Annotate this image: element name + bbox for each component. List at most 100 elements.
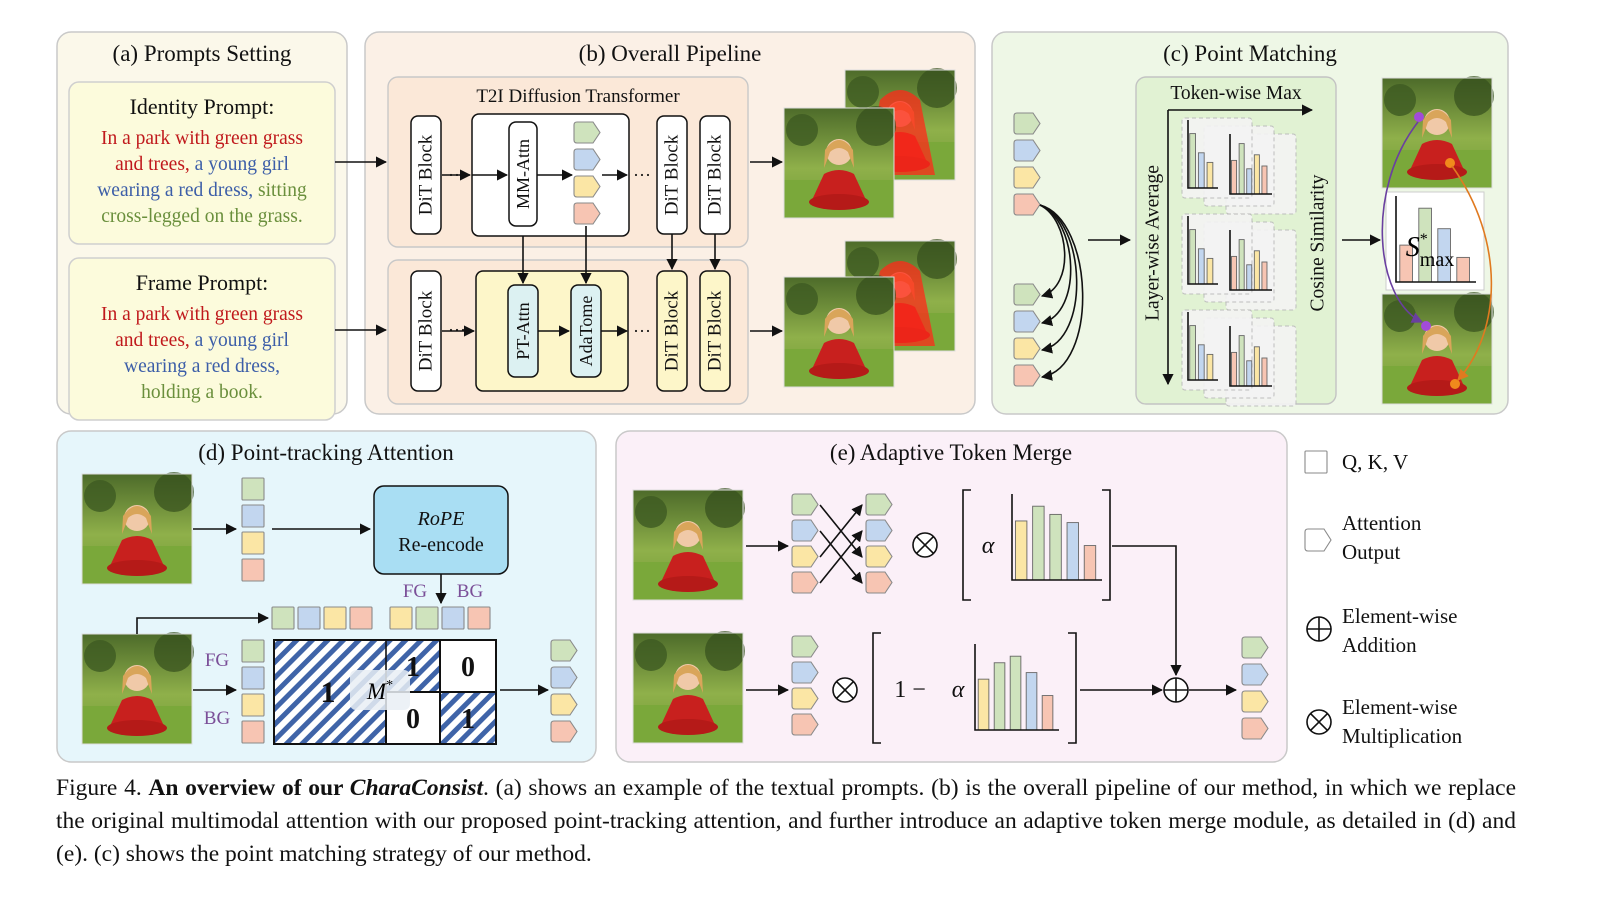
matching-curve xyxy=(1039,204,1084,381)
identity-image xyxy=(81,472,194,585)
caption-bold-italic: CharaConsist xyxy=(349,775,484,801)
frame-token xyxy=(791,687,819,710)
merged-token xyxy=(865,519,893,542)
legend-multiplication-label: Multiplication xyxy=(1342,724,1463,748)
mask-label: M* xyxy=(366,678,393,704)
reencoded-key-token xyxy=(467,606,491,630)
bracket-right xyxy=(1068,632,1077,744)
frame-token xyxy=(791,713,819,736)
frame-prompt-line: and trees, a young girl xyxy=(115,330,289,351)
match-point xyxy=(1445,158,1455,168)
ellipsis: ··· xyxy=(633,321,651,341)
multiply-operator-stroke xyxy=(915,535,935,555)
girl-photo xyxy=(633,488,745,600)
frame-qkv-token xyxy=(241,639,265,663)
girl-photo xyxy=(1382,76,1494,188)
reencode-label: Re-encode xyxy=(398,534,484,556)
transformer-title: T2I Diffusion Transformer xyxy=(476,86,680,107)
layer-wise-average-label: Layer-wise Average xyxy=(1143,165,1164,321)
caption-rest: . (a) shows an example of the textual pr… xyxy=(56,775,1516,867)
query-token xyxy=(1013,193,1041,216)
mm-attn-label: MM-Attn xyxy=(513,139,533,209)
figure-caption: Figure 4. An overview of our CharaConsis… xyxy=(56,772,1516,871)
mm-attn-block xyxy=(508,121,538,227)
dit-block-label: DiT Block xyxy=(705,290,726,371)
identity-token xyxy=(791,519,819,542)
identity-prompt-segment: sitting xyxy=(258,180,307,201)
bg-label-top: BG xyxy=(457,581,484,602)
similarity-bar xyxy=(1206,257,1214,285)
similarity-bar xyxy=(1206,353,1214,381)
similarity-bar xyxy=(1261,357,1268,387)
frame-prompt-box xyxy=(68,257,336,421)
identity-prompt-box xyxy=(68,81,336,245)
identity-token xyxy=(791,571,819,594)
match-point xyxy=(1414,112,1424,122)
identity-prompt-segment: cross-legged on the grass. xyxy=(101,206,302,227)
alpha-label: α xyxy=(952,677,965,703)
frame-prompt-line: wearing a red dress, xyxy=(124,356,280,377)
output-image-bottom xyxy=(783,275,896,388)
query-token xyxy=(1013,166,1041,189)
histogram-axis xyxy=(974,644,1059,731)
max-score-main: S xyxy=(1406,232,1420,263)
identity-qkv-token xyxy=(241,558,265,582)
histogram-axis xyxy=(1011,494,1102,581)
caption-bold: An overview of our xyxy=(148,775,350,801)
merge-arrow xyxy=(819,504,863,558)
mask-cell-value: 1 xyxy=(406,652,420,683)
identity-prompt-line: and trees, a young girl xyxy=(115,154,289,175)
similarity-bar xyxy=(1206,161,1214,189)
girl-photo xyxy=(784,106,896,218)
ellipsis: ··· xyxy=(448,320,466,340)
fg-label-top: FG xyxy=(403,581,428,602)
alpha-bar xyxy=(1066,522,1079,581)
legend-multiplication-swatch-stroke xyxy=(1309,712,1329,732)
mask-cell-value: 0 xyxy=(461,652,475,683)
identity-qkv-token xyxy=(241,531,265,555)
max-score-sub: max xyxy=(1420,249,1454,271)
query-token xyxy=(1013,112,1041,135)
identity-prompt-title: Identity Prompt: xyxy=(130,94,275,119)
query-token xyxy=(1013,139,1041,162)
histogram-axis xyxy=(1229,230,1272,291)
output-token xyxy=(550,639,578,662)
similarity-bar xyxy=(1253,250,1260,291)
dit-block-label: DiT Block xyxy=(662,134,683,215)
frame-image xyxy=(81,632,194,745)
merge-connector xyxy=(1112,545,1182,677)
legend-attention-swatch xyxy=(1304,528,1332,552)
similarity-bar xyxy=(1261,165,1268,195)
similarity-bar xyxy=(1231,255,1238,291)
key-token xyxy=(1013,337,1041,360)
matching-curve xyxy=(1039,204,1078,354)
matched-image-bottom xyxy=(1381,292,1494,405)
one-minus-alpha-bar xyxy=(1009,655,1022,731)
skip-connector xyxy=(136,612,270,634)
dit-block xyxy=(699,270,731,392)
similarity-bar xyxy=(1246,168,1253,195)
one-minus-alpha-bar xyxy=(977,678,990,731)
photo-frame xyxy=(783,276,895,388)
similarity-bar xyxy=(1253,346,1260,387)
panel-adaptive-token-merge xyxy=(615,430,1288,763)
histogram-axis xyxy=(1187,216,1218,285)
mask-label-sup: * xyxy=(386,678,393,693)
similarity-bar xyxy=(1189,229,1196,285)
dit-block xyxy=(410,115,442,235)
panel-d-title: (d) Point-tracking Attention xyxy=(198,440,454,465)
mask-cell-zero xyxy=(439,639,497,693)
frame-token xyxy=(791,661,819,684)
panel-a-title: (a) Prompts Setting xyxy=(113,41,292,66)
similarity-bar xyxy=(1238,335,1245,387)
frame-image-e xyxy=(632,631,745,744)
similarity-bar xyxy=(1238,239,1245,291)
multiply-operator-stroke xyxy=(835,680,855,700)
girl-photo xyxy=(1382,292,1494,404)
reencoded-key-token xyxy=(297,606,321,630)
alpha-bar xyxy=(1083,545,1097,581)
alpha-bar xyxy=(1014,520,1028,581)
frame-qkv-token xyxy=(241,666,265,690)
matching-curve xyxy=(1039,204,1072,327)
similarity-bar xyxy=(1246,264,1253,291)
